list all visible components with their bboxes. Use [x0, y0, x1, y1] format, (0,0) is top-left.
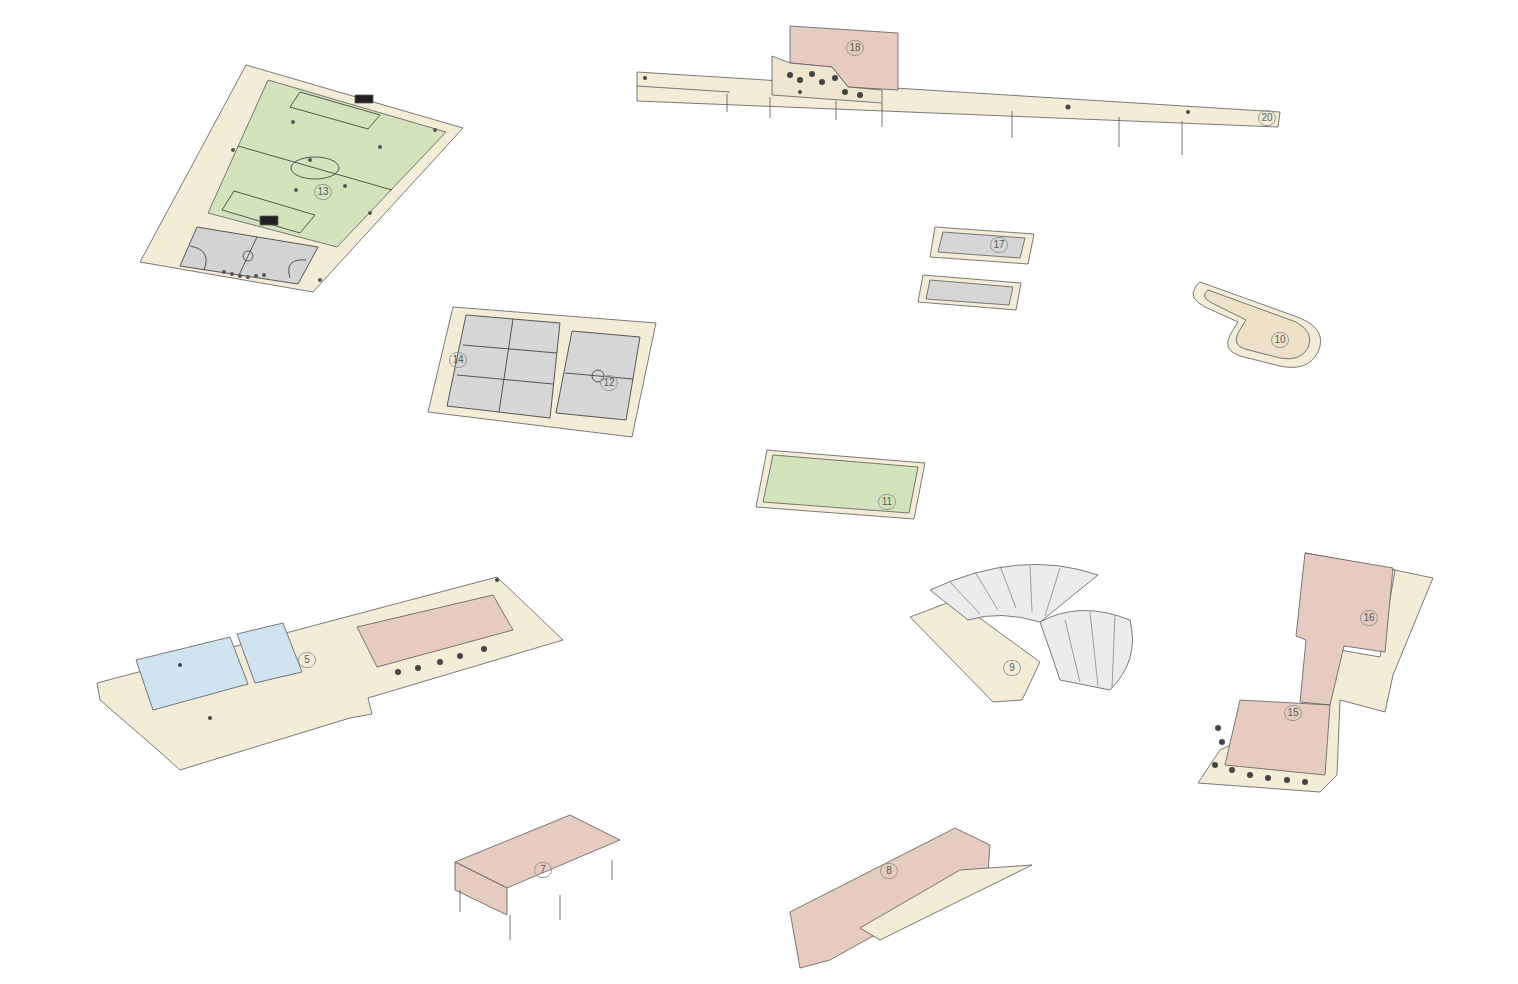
callout-number: 8: [880, 863, 898, 879]
callout-number: 14: [449, 352, 467, 368]
callout-number: 5: [298, 652, 316, 668]
callout-number: 12: [600, 375, 618, 391]
callout-number: 10: [1271, 332, 1289, 348]
callout-number: 20: [1258, 110, 1276, 126]
callout-number: 18: [846, 40, 864, 56]
callout-number: 15: [1284, 705, 1302, 721]
callout-number: 16: [1360, 610, 1378, 626]
callout-number: 13: [314, 184, 332, 200]
callout-number: 9: [1003, 660, 1021, 676]
callout-number: 17: [990, 237, 1008, 253]
callout-number: 11: [878, 494, 896, 510]
callout-number: 7: [534, 862, 552, 878]
